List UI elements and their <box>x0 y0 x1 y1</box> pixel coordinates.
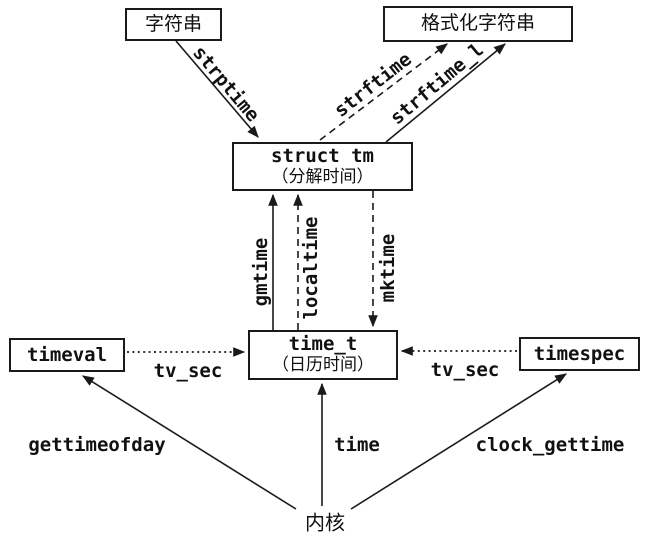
edge-label-localtime: localtime <box>300 216 322 320</box>
gettimeofday-arrow <box>81 375 297 510</box>
edge-label-gettimeofday: gettimeofday <box>28 434 166 456</box>
node-formatted-string-label: 格式化字符串 <box>420 12 535 35</box>
edge-label-tv-sec-left: tv_sec <box>153 360 223 382</box>
edge-label-mktime: mktime <box>377 233 399 303</box>
node-string-label: 字符串 <box>144 12 202 35</box>
node-struct-tm-title: struct tm <box>271 144 374 167</box>
edge-label-clock-gettime: clock_gettime <box>475 434 625 456</box>
node-timespec: timespec <box>519 337 640 371</box>
node-time-t-title: time_t <box>288 333 358 356</box>
clock-gettime-arrow <box>350 373 568 510</box>
node-formatted-string: 格式化字符串 <box>383 6 573 42</box>
strptime-arrow <box>175 40 259 138</box>
node-struct-tm: struct tm （分解时间） <box>232 142 413 191</box>
node-time-t: time_t （日历时间） <box>248 330 398 380</box>
node-time-t-subtitle: （日历时间） <box>272 355 374 376</box>
node-string: 字符串 <box>125 8 222 41</box>
edge-label-time: time <box>334 434 380 456</box>
node-kernel-label: 内核 <box>305 510 345 535</box>
strftime-l-arrow <box>385 43 506 143</box>
node-timespec-label: timespec <box>533 342 626 365</box>
strftime-arrow <box>319 43 448 141</box>
node-struct-tm-subtitle: （分解时间） <box>271 166 374 187</box>
edge-label-gmtime: gmtime <box>250 237 272 307</box>
node-timeval: timeval <box>9 338 125 372</box>
edge-label-tv-sec-right: tv_sec <box>430 359 500 381</box>
node-timeval-label: timeval <box>26 343 108 366</box>
